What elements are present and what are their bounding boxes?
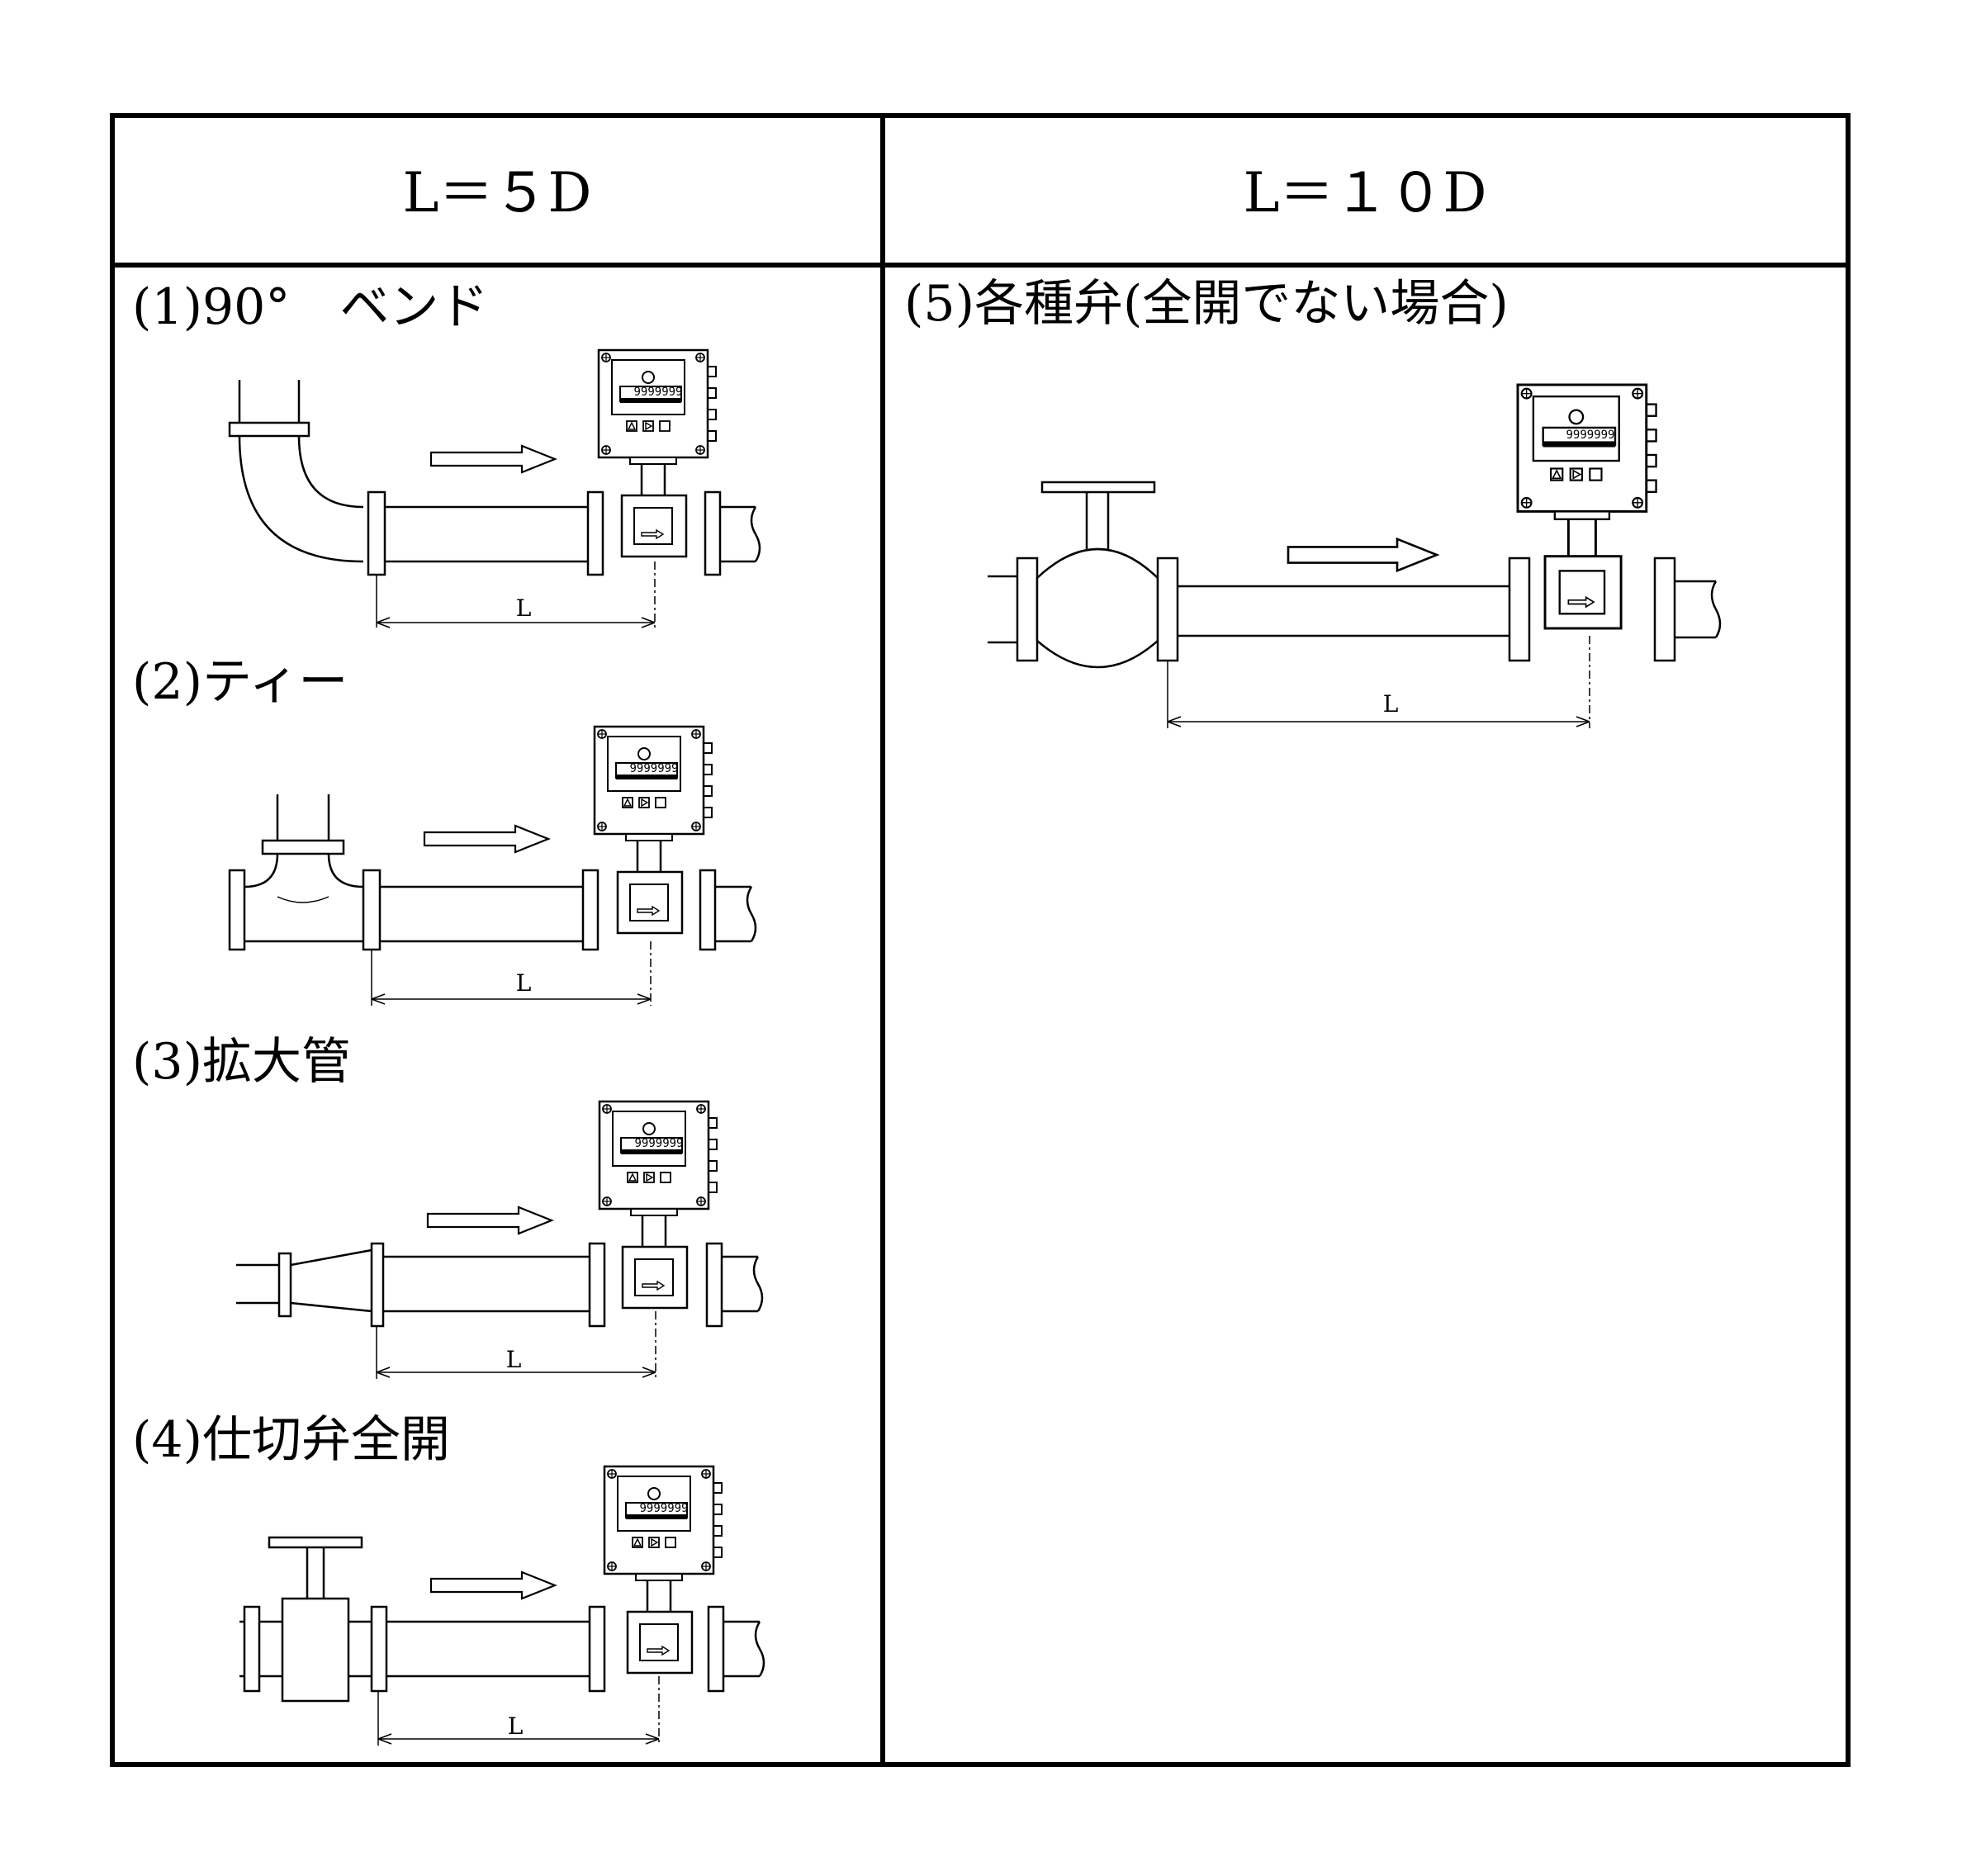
section-title-expander: (3)拡大管 [132, 1033, 351, 1091]
diagram-tee: L [228, 725, 757, 1006]
section-title-gate-valve: (4)仕切弁全開 [132, 1411, 450, 1469]
meter-display-gate-valve: 9999999 [639, 1502, 688, 1515]
meter-display-valves: 9999999 [1566, 429, 1614, 442]
meter-display-bend: 9999999 [633, 386, 682, 399]
dim-label-tee: L [516, 969, 532, 997]
dim-label-gate-valve: L [508, 1713, 524, 1740]
meter-display-tee: 9999999 [629, 762, 678, 775]
section-title-valves: (5)各種弁(全開でない場合) [904, 275, 1509, 333]
meter-display-expander: 9999999 [634, 1137, 683, 1150]
dim-label-expander: L [506, 1346, 522, 1373]
table-border [110, 113, 1851, 1767]
header-left: L＝５D [403, 161, 592, 225]
dim-label-bend: L [516, 595, 532, 622]
diagram-gate-valve: L [239, 1465, 765, 1746]
dim-label-valves: L [1383, 690, 1399, 718]
section-title-tee: (2)ティー [132, 653, 348, 711]
diagram-valves: L [988, 383, 1722, 728]
header-right: L＝１０D [1244, 161, 1487, 225]
diagram-expander: L [236, 1100, 764, 1379]
diagram-bend: L [228, 348, 761, 628]
section-title-bend: (1)90° ベンド [132, 278, 488, 336]
